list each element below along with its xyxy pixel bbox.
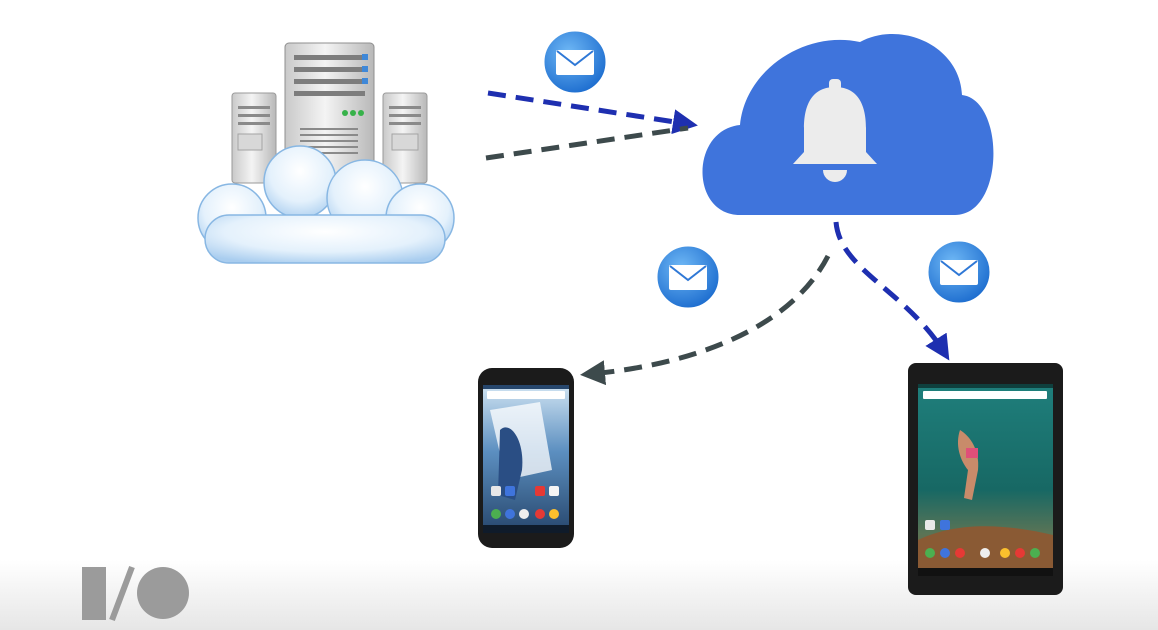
envelope-icon	[556, 50, 594, 75]
arrow-cloud-to-tablet	[833, 221, 950, 361]
app-server-icon	[197, 42, 455, 264]
arrow-server-to-cloud-blue	[487, 90, 698, 135]
server-cloud-base	[197, 145, 455, 264]
android-tablet-icon	[908, 363, 1063, 595]
tablet-app-icons	[925, 520, 1040, 558]
arrow-server-to-cloud-gray	[485, 125, 689, 161]
envelope-icon	[669, 265, 707, 290]
server-left	[231, 92, 277, 184]
push-service-cloud-icon	[702, 33, 994, 215]
envelope-badge-left	[654, 243, 722, 311]
android-phone-icon	[478, 368, 574, 548]
io-logo	[82, 565, 189, 622]
envelope-icon	[940, 260, 978, 285]
bell-icon	[793, 79, 877, 182]
arrow-cloud-to-phone	[580, 254, 831, 386]
phone-app-icons	[491, 486, 559, 519]
tablet-diver	[957, 430, 979, 500]
envelope-badge-top	[541, 28, 609, 96]
envelope-badge-right	[925, 238, 993, 306]
server-right	[382, 92, 428, 184]
